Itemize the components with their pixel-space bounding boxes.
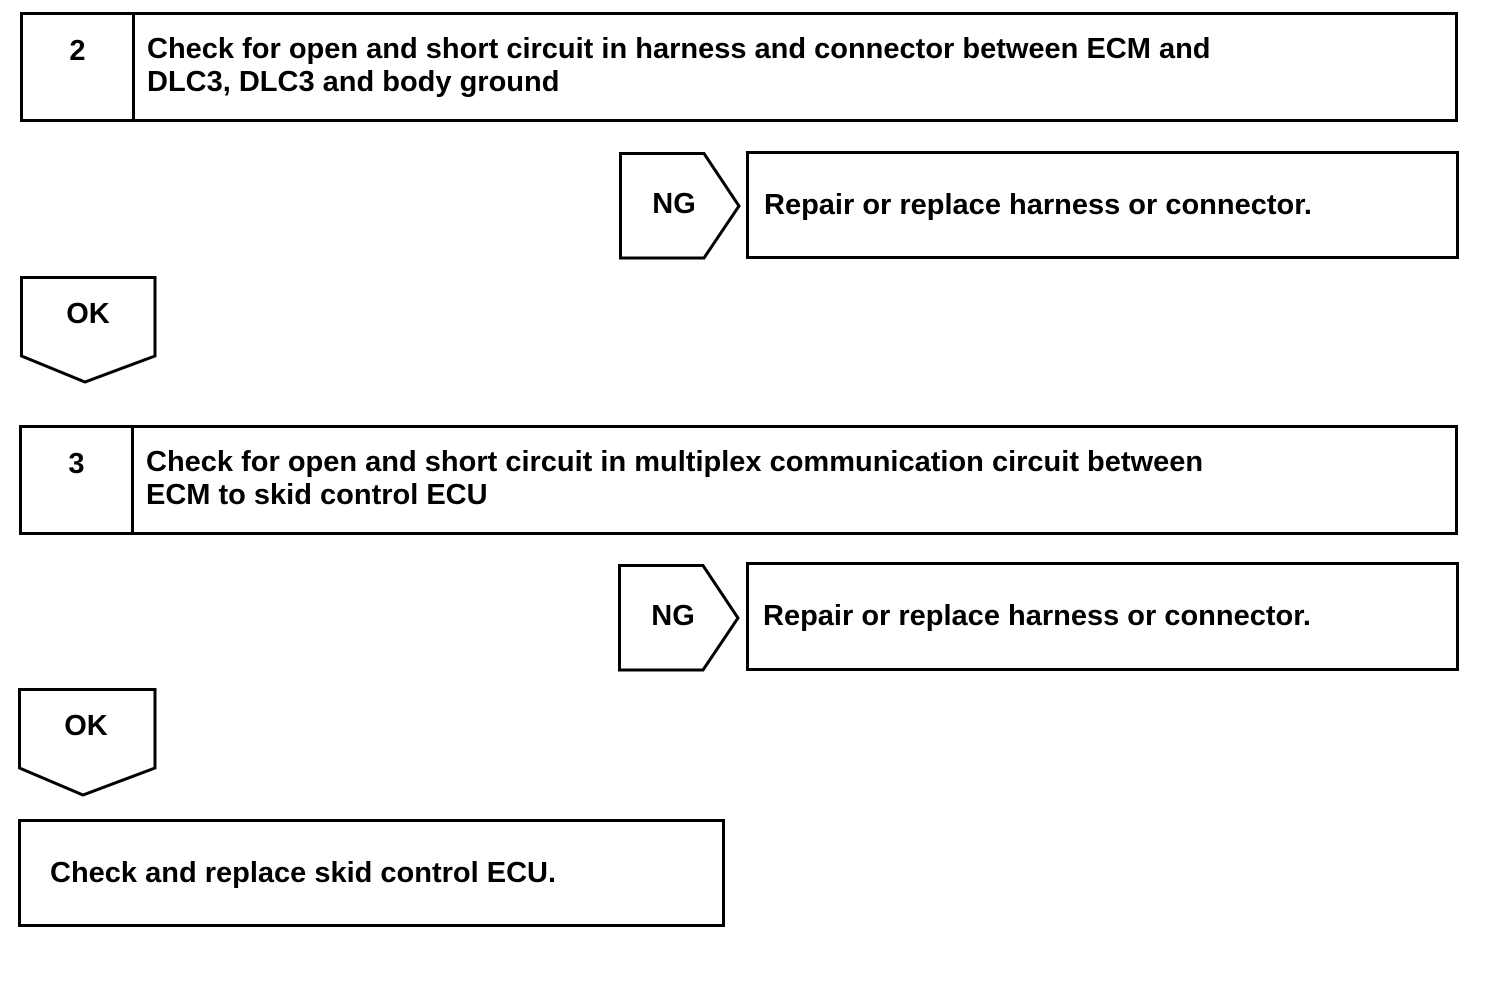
step-3-ng-label: NG — [651, 600, 695, 632]
step-3-text-line1: Check for open and short circuit in mult… — [146, 446, 1204, 478]
step-2-ok-label: OK — [66, 298, 110, 330]
step-2-ng-label: NG — [652, 188, 696, 220]
ok-arrow-icon — [20, 276, 157, 384]
final-action-text: Check and replace skid control ECU. — [50, 856, 557, 889]
step-2-ok-tag: OK — [20, 276, 160, 386]
step-2-box: 2 Check for open and short circuit in ha… — [20, 12, 1458, 122]
step-2-number: 2 — [23, 15, 135, 119]
step-3-ok-tag: OK — [18, 688, 158, 798]
step-3-ng-tag: NG — [618, 564, 742, 672]
ng-arrow-icon — [618, 564, 740, 672]
step-3-ng-action-text: Repair or replace harness or connector. — [763, 600, 1311, 632]
step-3-ng-action-box: Repair or replace harness or connector. — [746, 562, 1459, 671]
ng-arrow-icon — [619, 152, 741, 260]
step-3-text: Check for open and short circuit in mult… — [134, 428, 1455, 532]
step-3-number: 3 — [22, 428, 134, 532]
step-2-text: Check for open and short circuit in harn… — [135, 15, 1455, 119]
step-2-ng-action-box: Repair or replace harness or connector. — [746, 151, 1459, 259]
final-action-box: Check and replace skid control ECU. — [18, 819, 725, 927]
step-2-ng-action-text: Repair or replace harness or connector. — [764, 188, 1312, 221]
step-3-text-line2: ECM to skid control ECU — [146, 479, 488, 511]
step-2-text-line2: DLC3, DLC3 and body ground — [147, 66, 560, 98]
step-2-text-line1: Check for open and short circuit in harn… — [147, 33, 1211, 65]
step-3-ok-label: OK — [64, 710, 108, 742]
step-2-ng-tag: NG — [619, 152, 743, 260]
step-3-box: 3 Check for open and short circuit in mu… — [19, 425, 1458, 535]
ok-arrow-icon — [18, 688, 157, 797]
